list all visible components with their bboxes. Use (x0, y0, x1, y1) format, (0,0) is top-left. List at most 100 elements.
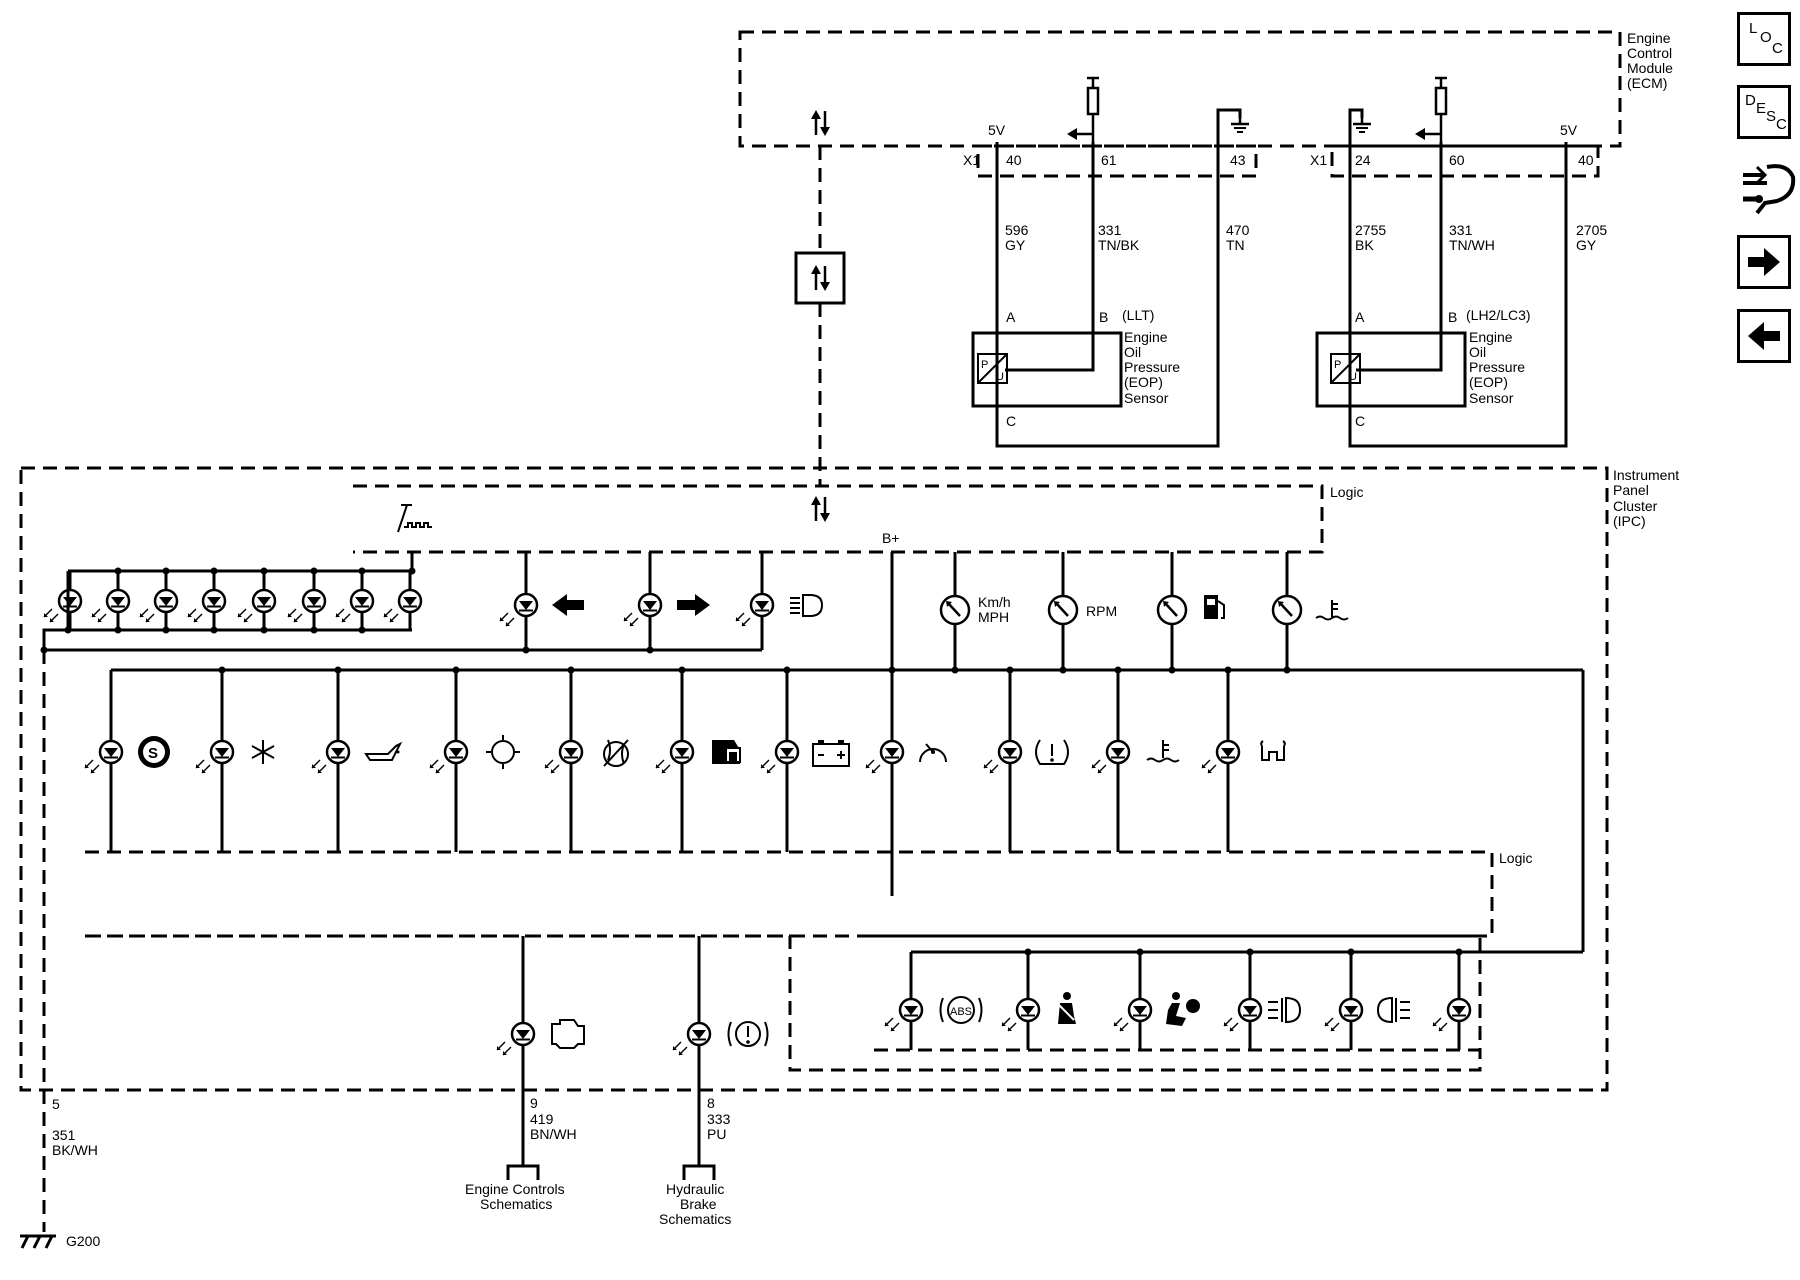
engine-ref-bracket (506, 1164, 540, 1180)
temp-gauge-icon (1271, 594, 1303, 626)
next-page-button[interactable] (1737, 235, 1791, 289)
svg-text:333: 333 (707, 1111, 731, 1127)
eop-sensor-lh2-lc3 (1315, 331, 1467, 408)
svg-text:331: 331 (1098, 222, 1122, 238)
backlight-lamp (42, 588, 83, 624)
ecm-pullup-resistor-left (1065, 76, 1101, 144)
ecm-connector-x1-left (976, 144, 1258, 178)
svg-text:GY: GY (1005, 237, 1026, 253)
indicator-lamp (1431, 997, 1472, 1033)
high-beam-lamp (734, 592, 775, 628)
svg-text:Oil: Oil (1124, 344, 1141, 360)
left-turn-lamp (498, 592, 539, 628)
svg-text:470: 470 (1226, 222, 1250, 238)
pin-60: 60 (1449, 152, 1465, 168)
high-beam-icon (790, 594, 824, 617)
sensor-pin-c-right: C (1355, 413, 1365, 429)
backlight-lamp (286, 588, 327, 624)
b-plus-upper-label: B+ (882, 530, 900, 546)
coolant-temp-icon (1315, 600, 1349, 621)
right-turn-arrow-icon (677, 594, 710, 616)
svg-text:Engine: Engine (1124, 329, 1168, 345)
tire-pressure-icon (1035, 739, 1069, 765)
connector-diagram-icon (1743, 164, 1796, 215)
indicator-lamp-row (83, 670, 1241, 852)
svg-text:351: 351 (52, 1127, 76, 1143)
svg-text:(EOP): (EOP) (1469, 374, 1508, 390)
ecm-label: Engine Control Module (ECM) (1627, 30, 1673, 91)
eop-sensor-right-label: Engine Oil Pressure (EOP) Sensor (1469, 329, 1525, 406)
svg-text:331: 331 (1449, 222, 1473, 238)
pin-40-right: 40 (1578, 152, 1594, 168)
backlight-lamp-bank (42, 571, 423, 630)
svg-text:GY: GY (1576, 237, 1597, 253)
svg-text:Cluster: Cluster (1613, 498, 1658, 514)
next-page-arrow-icon (1748, 248, 1780, 276)
svg-text:U: U (1349, 371, 1357, 383)
rear-fog-icon (1376, 996, 1410, 1024)
wire-label-419: 9 419 BN/WH (530, 1095, 577, 1142)
svg-text:Schematics: Schematics (480, 1196, 552, 1212)
wire-596-470-loop (995, 142, 1220, 448)
ecm-module-boundary (738, 30, 1622, 148)
sensor-variant-llt: (LLT) (1122, 307, 1154, 323)
indicator-lamp (83, 739, 124, 775)
ipc-subcircuit-right (866, 934, 1482, 1052)
svg-text:MPH: MPH (978, 609, 1009, 625)
indicator-lamp (864, 739, 905, 775)
speedometer-gauge-icon (939, 594, 971, 626)
svg-text:BN/WH: BN/WH (530, 1126, 577, 1142)
sensor-pin-b-right: B (1448, 309, 1457, 325)
abs-icon: ABS (939, 996, 983, 1024)
svg-text:PU: PU (707, 1126, 726, 1142)
svg-text:2705: 2705 (1576, 222, 1607, 238)
svg-text:2755: 2755 (1355, 222, 1386, 238)
connector-diagram-button[interactable] (1737, 155, 1796, 215)
svg-text:Schematics: Schematics (659, 1211, 731, 1227)
ecm-ground-right-wire (1348, 108, 1364, 200)
sensor-variant-lh2-lc3: (LH2/LC3) (1466, 307, 1531, 323)
hydraulic-brake-schematics-ref[interactable]: Hydraulic Brake Schematics (659, 1181, 731, 1227)
svg-text:Pressure: Pressure (1124, 359, 1180, 375)
svg-text:9: 9 (530, 1095, 538, 1111)
previous-page-button[interactable] (1737, 309, 1791, 363)
engine-controls-schematics-ref[interactable]: Engine Controls Schematics (465, 1181, 565, 1212)
traction-control-off-icon (603, 739, 629, 767)
connector-x1-left-label: X1 (963, 152, 980, 168)
svg-text:TN/BK: TN/BK (1098, 237, 1140, 253)
sensor-pin-b-left: B (1099, 309, 1108, 325)
ipc-serial-data-arrows (809, 494, 832, 524)
ipc-logic-upper (353, 484, 1324, 554)
indicator-lamp (759, 739, 800, 775)
svg-text:Hydraulic: Hydraulic (666, 1181, 724, 1197)
svg-text:8: 8 (707, 1095, 715, 1111)
pin-24: 24 (1355, 152, 1371, 168)
ground-icon (1229, 116, 1251, 134)
cruise-control-icon (919, 743, 947, 763)
svg-text:(ECM): (ECM) (1627, 75, 1667, 91)
svg-text:ABS: ABS (950, 1006, 972, 1018)
location-button[interactable]: L O C (1737, 12, 1791, 66)
pin-40-left: 40 (1006, 152, 1022, 168)
light-bulb-icon (486, 735, 520, 769)
brake-warning-lamp (671, 1021, 712, 1057)
backlight-lamp (138, 588, 179, 624)
svg-text:5: 5 (52, 1096, 60, 1112)
previous-page-arrow-icon (1748, 322, 1780, 350)
svg-text:Instrument: Instrument (1613, 467, 1679, 483)
svg-text:TN: TN (1226, 237, 1245, 253)
svg-text:BK: BK (1355, 237, 1374, 253)
eop-sensor-left-label: Engine Oil Pressure (EOP) Sensor (1124, 329, 1180, 406)
svg-text:Engine: Engine (1627, 30, 1671, 46)
coolant-temp-warning-icon (1146, 740, 1180, 763)
description-button[interactable]: D E S C (1737, 85, 1791, 139)
oil-pressure-icon (364, 741, 403, 761)
right-turn-lamp (622, 592, 663, 628)
svg-text:Brake: Brake (680, 1196, 717, 1212)
